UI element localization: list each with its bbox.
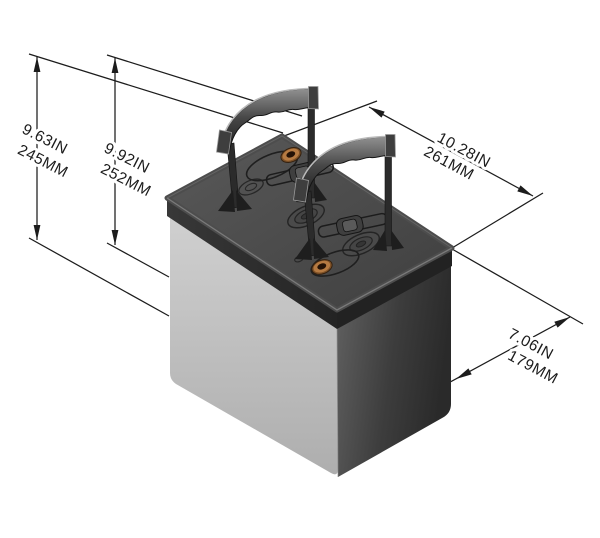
battery-front-edge [336, 327, 339, 478]
ext-line-length-right [451, 192, 544, 249]
handle-end-cap-right [308, 86, 319, 110]
dimension-width: 7.06IN 179MM [502, 323, 564, 391]
handle-foot [218, 182, 327, 212]
arrowhead [33, 225, 41, 240]
battery-right-face [337, 265, 451, 477]
arrowhead [111, 58, 119, 73]
lid-skirt-right [337, 248, 452, 329]
ext-line-length-left [283, 100, 378, 137]
cell-link-front [317, 212, 389, 238]
arrowhead [111, 230, 119, 245]
terminal-back [280, 147, 302, 163]
lid-skirt-left [167, 198, 337, 329]
handle-end-cap-left [216, 129, 232, 155]
carry-handle-left [216, 86, 327, 212]
arrowhead [369, 107, 385, 118]
dimension-length: 10.28IN 261MM [418, 126, 496, 186]
battery-left-face [170, 214, 338, 475]
terminal-pad-front [310, 249, 360, 277]
battery-illustration [164, 86, 455, 478]
ext-line-left-outer-bottom [28, 237, 170, 317]
dim-line-length [368, 106, 534, 197]
dimension-lines [28, 53, 584, 388]
terminal-front [311, 259, 333, 275]
arrowhead [554, 317, 570, 328]
ext-line-left-inner-bottom [106, 242, 170, 278]
arrowhead [33, 57, 41, 72]
vent-ring-back [238, 178, 264, 196]
dimension-height-outer: 9.63IN 245MM [12, 118, 74, 184]
arrowhead [456, 368, 472, 379]
lid-front-edge-highlight [166, 197, 453, 311]
arrowhead [517, 185, 533, 196]
lid-back-edge [166, 135, 453, 249]
ext-line-width-top [451, 248, 584, 325]
dimension-height-inner: 9.92IN 252MM [95, 137, 157, 203]
